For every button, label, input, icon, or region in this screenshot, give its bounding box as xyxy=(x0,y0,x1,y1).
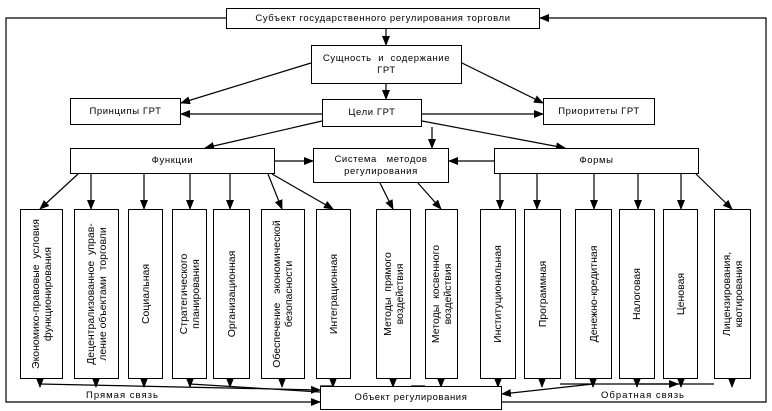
functions-label: Функции xyxy=(151,155,194,167)
form-item-label: Налоговая xyxy=(630,268,643,320)
object-label: Объект регулирования xyxy=(354,392,468,404)
method-item-label: Методы косвенного воздействия xyxy=(429,244,454,344)
arrow-connector xyxy=(417,182,442,210)
methods-system-label: Система методов регулирования xyxy=(334,153,428,177)
function-item-4: Стратегического планирования xyxy=(172,209,207,379)
principles-box: Принципы ГРТ xyxy=(70,98,181,125)
arrow-connector xyxy=(180,62,312,105)
form-item-5: Ценовая xyxy=(663,209,698,379)
function-item-label: Обеспечение экономической безопасности xyxy=(270,220,295,368)
subject-label: Субъект государственного регулирования т… xyxy=(255,12,511,24)
functions-box: Функции xyxy=(70,148,275,174)
goals-box: Цели ГРТ xyxy=(322,99,422,127)
function-item-3: Социальная xyxy=(128,209,163,379)
direct-link-label: Прямая связь xyxy=(86,390,159,401)
form-item-2: Программная xyxy=(524,209,561,379)
function-item-6: Обеспечение экономической безопасности xyxy=(261,209,305,379)
arrow-connector xyxy=(204,120,323,150)
feedback-link-label: Обратная связь xyxy=(601,390,685,401)
function-item-label: Стратегического планирования xyxy=(177,253,202,335)
method-item-1: Методы прямого воздействия xyxy=(376,209,411,379)
line-connector xyxy=(189,383,321,393)
function-item-1: Экономико-правовые условия функционирова… xyxy=(20,209,63,379)
priorities-label: Приоритеты ГРТ xyxy=(558,105,640,117)
essence-box: Сущность и содержание ГРТ xyxy=(311,45,462,84)
method-item-label: Методы прямого воздействия xyxy=(381,252,406,336)
goals-label: Цели ГРТ xyxy=(348,107,396,119)
priorities-box: Приоритеты ГРТ xyxy=(543,98,655,125)
form-item-4: Налоговая xyxy=(619,209,655,379)
methods-system-box: Система методов регулирования xyxy=(313,148,449,183)
object-box: Объект регулирования xyxy=(320,386,502,410)
essence-label: Сущность и содержание ГРТ xyxy=(322,52,451,76)
function-item-label: Экономико-правовые условия функционирова… xyxy=(29,219,54,369)
function-item-5: Организационная xyxy=(213,209,250,379)
form-item-label: Денежно-кредитная xyxy=(587,245,600,343)
arrow-connector xyxy=(501,383,594,397)
method-item-2: Методы косвенного воздействия xyxy=(425,209,458,379)
arrow-connector xyxy=(267,173,283,210)
direct-link-frame xyxy=(5,17,321,406)
function-item-label: Социальная xyxy=(139,263,152,325)
form-item-label: Программная xyxy=(536,260,549,328)
form-item-label: Институциональная xyxy=(491,245,504,343)
arrow-connector xyxy=(379,182,394,210)
function-item-2: Децентрализованное управ- ление объектам… xyxy=(74,209,119,379)
subject-box: Субъект государственного регулирования т… xyxy=(226,8,540,29)
form-item-1: Институциональная xyxy=(480,209,516,379)
form-item-6: Лицензирования, квотирования xyxy=(714,209,751,379)
function-item-label: Децентрализованное управ- ление объектам… xyxy=(84,223,109,365)
arrow-connector xyxy=(421,120,566,151)
function-item-label: Интеграционная xyxy=(327,253,340,335)
function-item-label: Организационная xyxy=(225,250,238,338)
arrow-connector xyxy=(695,173,733,210)
forms-box: Формы xyxy=(494,148,699,174)
principles-label: Принципы ГРТ xyxy=(89,105,162,117)
forms-label: Формы xyxy=(579,155,614,167)
form-item-3: Денежно-кредитная xyxy=(575,209,612,379)
arrow-connector xyxy=(461,62,544,104)
form-item-label: Лицензирования, квотирования xyxy=(720,251,745,337)
arrow-connector xyxy=(271,173,334,210)
form-item-label: Ценовая xyxy=(674,272,687,316)
arrow-connector xyxy=(39,173,79,210)
function-item-7: Интеграционная xyxy=(316,209,351,379)
feedback-link-frame xyxy=(502,14,767,403)
